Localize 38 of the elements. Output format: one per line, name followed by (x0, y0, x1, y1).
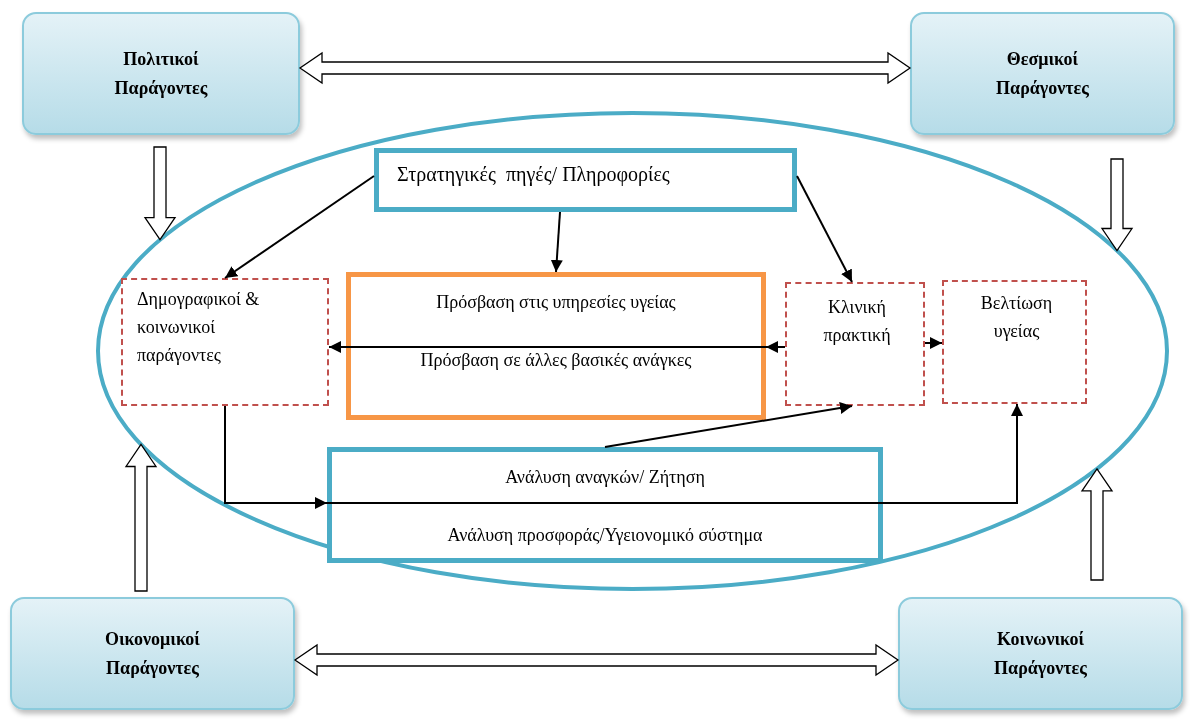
arrow (796, 175, 853, 283)
block-arrow (293, 643, 900, 677)
block-arrow (143, 146, 177, 241)
dashed-box (942, 280, 1087, 404)
box-label: Κλινική πρακτική (822, 296, 892, 347)
box-label: Κοινωνικοί Παράγοντες (993, 627, 1088, 680)
arrow (765, 341, 786, 353)
block-arrow (124, 443, 158, 592)
arrow (328, 341, 767, 353)
dashed-box (121, 278, 329, 406)
factor-box (910, 12, 1175, 135)
box-label: Βελτίωση υγείας (979, 292, 1054, 343)
arrow (224, 175, 375, 279)
arrow (924, 337, 943, 349)
box-label: Στρατηγικές πηγές/ Πληροφορίες (397, 162, 670, 188)
box-label: Ανάλυση αναγκών/ Ζήτηση (504, 466, 706, 489)
box-label: Δημογραφικοί & κοινωνικοί παράγοντες (137, 288, 261, 367)
block-arrow (298, 51, 912, 85)
block-arrow (1100, 158, 1134, 252)
factor-box (10, 597, 295, 710)
arrow (224, 405, 328, 509)
process-box (346, 272, 766, 420)
box-label: Θεσμικοί Παράγοντες (995, 47, 1090, 100)
process-box (374, 148, 797, 212)
process-box (327, 447, 883, 563)
arrow (550, 211, 563, 273)
factor-box (898, 597, 1183, 710)
box-label: Πρόσβαση στις υπηρεσίες υγείας (435, 291, 677, 314)
box-label: Πολιτικοί Παράγοντες (113, 47, 209, 100)
box-label: Ανάλυση προσφοράς/Υγειονομικό σύστημα (446, 524, 764, 547)
arrow (326, 403, 1023, 504)
box-label: Οικονομικοί Παράγοντες (104, 627, 201, 680)
arrow (604, 402, 853, 448)
dashed-box (785, 282, 925, 406)
ellipse-boundary (95, 110, 1170, 592)
block-arrow (1080, 467, 1114, 581)
box-label: Πρόσβαση σε άλλες βασικές ανάγκες (419, 349, 693, 372)
factor-box (22, 12, 300, 135)
